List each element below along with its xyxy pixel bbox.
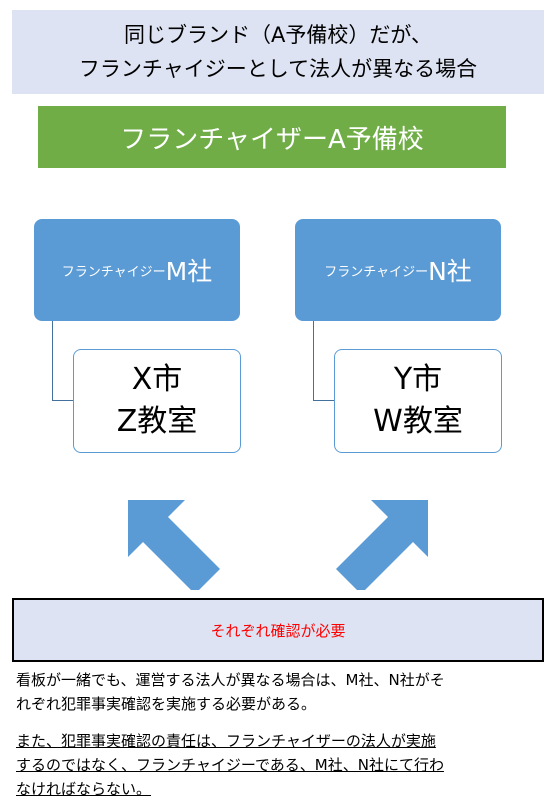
- school-x-box: X市 Z教室: [73, 349, 241, 453]
- school-y-classroom: W教室: [373, 404, 463, 439]
- header-title-box: 同じブランド（A予備校）だが、 フランチャイジーとして法人が異なる場合: [12, 10, 544, 94]
- arrows-graphic: [128, 500, 428, 590]
- company-m-name: M社: [165, 257, 213, 286]
- company-n-prefix: フランチャイジー: [324, 264, 429, 280]
- paragraph-2-line-2: するのではなく、フランチャイジーである、M社、N社にて行わ: [16, 756, 444, 774]
- franchisor-banner: フランチャイザーA予備校: [38, 106, 506, 168]
- paragraph-2-line-1: また、犯罪事実確認の責任は、フランチャイザーの法人が実施: [16, 732, 436, 750]
- paragraph-2: また、犯罪事実確認の責任は、フランチャイザーの法人が実施 するのではなく、フラン…: [16, 729, 540, 801]
- up-arrow-right: [336, 500, 428, 590]
- header-line-2: フランチャイジーとして法人が異なる場合: [78, 57, 478, 81]
- notice-box: それぞれ確認が必要: [12, 598, 544, 662]
- paragraph-1-line-2: れぞれ犯罪事実確認を実施する必要がある。: [16, 695, 317, 713]
- company-n-name: N社: [428, 257, 472, 286]
- school-y-city: Y市: [393, 362, 443, 397]
- school-x-city: X市: [131, 362, 183, 397]
- connector-m-to-x: [52, 321, 74, 401]
- notice-text: それぞれ確認が必要: [210, 621, 346, 640]
- paragraph-1-line-1: 看板が一緒でも、運営する法人が異なる場合は、M社、N社がそ: [16, 671, 445, 689]
- connector-n-to-y: [313, 321, 335, 401]
- school-x-classroom: Z教室: [116, 404, 198, 439]
- school-y-box: Y市 W教室: [334, 349, 502, 453]
- paragraph-1: 看板が一緒でも、運営する法人が異なる場合は、M社、N社がそ れぞれ犯罪事実確認を…: [16, 668, 540, 716]
- paragraph-2-line-3: なければならない。: [16, 780, 152, 798]
- header-line-1: 同じブランド（A予備校）だが、: [124, 23, 432, 47]
- up-arrow-left: [128, 500, 220, 590]
- company-m-prefix: フランチャイジー: [61, 264, 166, 280]
